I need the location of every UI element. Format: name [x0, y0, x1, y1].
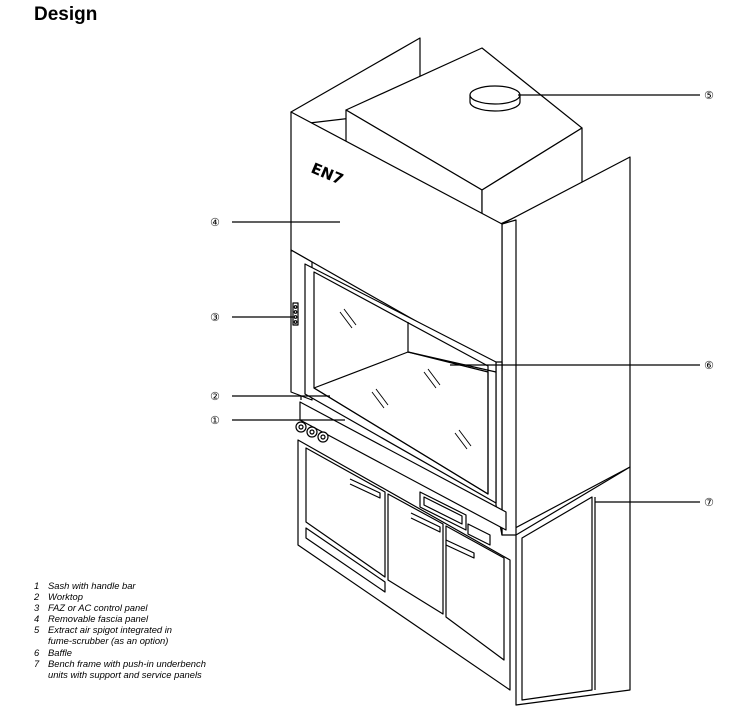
legend-number: 7	[34, 657, 40, 669]
legend-number: 6	[34, 646, 40, 658]
legend-item: 5 Extract air spigot integrated in fume-s…	[34, 624, 206, 646]
legend-text: Baffle	[48, 646, 72, 658]
callout-2: ②	[210, 390, 220, 403]
legend-item: 3 FAZ or AC control panel	[34, 602, 206, 613]
legend-text: Sash with handle bar	[48, 580, 136, 591]
legend-number: 4	[34, 613, 40, 625]
callout-5: ⑤	[704, 89, 714, 102]
control-unit	[419, 491, 491, 546]
legend-item: 6 Baffle	[34, 647, 206, 658]
legend-item: 7 Bench frame with push-in underbench uni…	[34, 658, 206, 680]
callout-leaders	[232, 94, 700, 503]
underbench-cabinet	[297, 439, 511, 691]
legend-number: 3	[34, 602, 40, 614]
callout-4: ④	[210, 216, 220, 229]
legend-text: Worktop	[48, 591, 83, 603]
legend-number: 1	[34, 580, 40, 591]
legend-item: 1 Sash with handle bar	[34, 580, 206, 591]
sash-handle-bar	[299, 401, 507, 531]
legend-number: 5	[34, 624, 40, 636]
right-side-panel	[501, 156, 631, 536]
legend-text: FAZ or AC control panel	[48, 602, 148, 614]
extract-air-spigot	[469, 85, 521, 112]
callout-1: ①	[210, 414, 220, 427]
legend-item: 4 Removable fascia panel	[34, 613, 206, 624]
worktop	[313, 351, 489, 495]
page-title: Design	[34, 4, 98, 25]
service-valves	[295, 421, 329, 443]
bench-frame	[515, 466, 631, 706]
legend-text: Removable fascia panel	[48, 613, 149, 625]
callout-7: ⑦	[704, 496, 714, 509]
legend-list: 1 Sash with handle bar 2 Worktop 3 FAZ or A…	[34, 580, 206, 680]
legend-text: Extract air spigot integrated in fume-sc…	[48, 624, 173, 647]
faz-control-panel	[292, 302, 299, 326]
legend-text: Bench frame with push-in underbench unit…	[48, 657, 206, 680]
legend-number: 2	[34, 591, 40, 603]
callout-6: ⑥	[704, 359, 714, 372]
legend-item: 2 Worktop	[34, 591, 206, 602]
cabinet-handles	[349, 478, 475, 559]
callout-3: ③	[210, 311, 220, 324]
